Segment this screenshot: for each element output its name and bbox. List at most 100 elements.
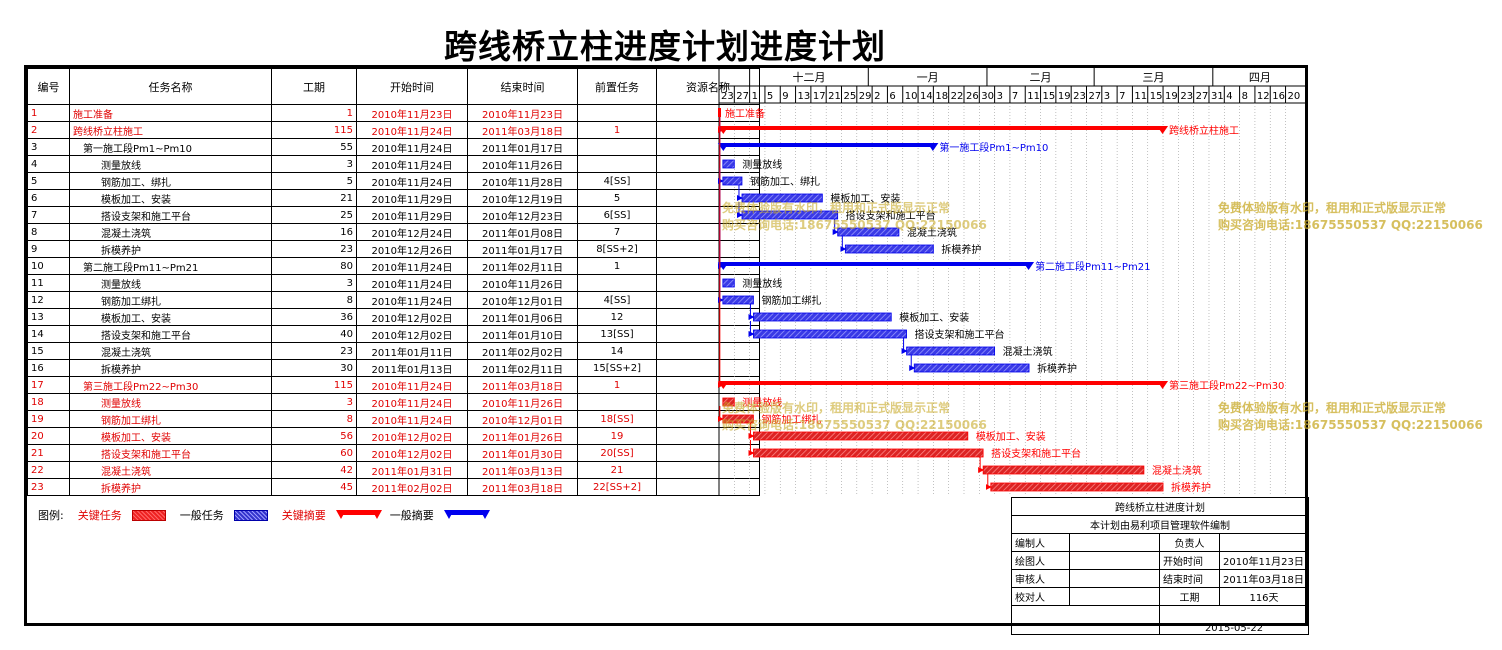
bar-label: 混凝土浇筑 <box>907 226 957 239</box>
bar-label: 模板加工、安装 <box>976 430 1046 443</box>
month-label: 十二月 <box>792 70 825 84</box>
legend-critical-task-swatch <box>131 509 166 521</box>
info-drawer-label: 绘图人 <box>1011 551 1070 570</box>
dependency-link <box>736 185 743 201</box>
info-title: 跨线桥立柱进度计划 <box>1011 497 1309 516</box>
summary-end-cap <box>1157 126 1169 134</box>
tick-label: 12 <box>1257 91 1270 102</box>
bar-label: 混凝土浇筑 <box>1152 464 1202 477</box>
info-checker-label: 校对人 <box>1011 587 1070 606</box>
summary-end-cap <box>1157 381 1169 389</box>
tick-label: 23 <box>721 91 734 102</box>
task-bar <box>913 363 1030 373</box>
info-end-label: 结束时间 <box>1159 569 1220 588</box>
page-title: 跨线桥立柱进度计划进度计划 <box>444 27 886 66</box>
bar-label: 测量放线 <box>742 277 782 290</box>
task-bar <box>753 312 892 322</box>
month-label: 二月 <box>1030 71 1052 84</box>
summary-start-cap <box>717 143 729 151</box>
info-author-label: 编制人 <box>1011 533 1070 552</box>
tick-label: 11 <box>1134 91 1147 102</box>
tick-label: 26 <box>966 91 979 102</box>
tick-label: 19 <box>1058 91 1071 102</box>
legend-normal-task-label: 一般任务 <box>179 509 224 522</box>
info-block: 跨线桥立柱进度计划 本计划由易利项目管理软件编制 编制人 负责人 绘图人 开始时… <box>1011 497 1309 635</box>
tick-label: 27 <box>1196 91 1209 102</box>
month-label: 一月 <box>917 71 939 84</box>
tick-label: 15 <box>1043 91 1056 102</box>
task-bar <box>753 448 984 458</box>
tick-label: 2 <box>874 91 880 102</box>
task-bar <box>722 176 743 186</box>
dependency-link <box>717 117 724 388</box>
summary-end-cap <box>927 143 939 151</box>
task-bar <box>722 397 735 407</box>
tick-label: 29 <box>859 91 872 102</box>
dependency-link <box>909 355 916 371</box>
month-label: 四月 <box>1249 71 1271 84</box>
task-bar <box>753 329 907 339</box>
tick-label: 10 <box>905 91 918 102</box>
tick-label: 27 <box>736 91 749 102</box>
legend-normal-task-swatch <box>233 509 268 521</box>
legend-normal-summary-swatch <box>443 510 490 519</box>
col-header-duration[interactable]: 工期 <box>271 68 357 105</box>
tick-label: 14 <box>920 91 933 102</box>
tick-label: 17 <box>813 91 826 102</box>
watermark-2: 免费体验版有水印，租用和正式版显示正常购买咨询电话:18675550537 QQ… <box>722 201 987 232</box>
tick-label: 3 <box>997 91 1003 102</box>
tick-label: 3 <box>1104 91 1110 102</box>
dependency-link <box>901 338 908 354</box>
bar-label: 第一施工段Pm1~Pm10 <box>939 141 1048 154</box>
tick-label: 13 <box>798 91 811 102</box>
info-date: 2015-05-22 <box>1159 605 1309 635</box>
milestone-mark <box>718 108 721 117</box>
bar-label: 钢筋加工绑扎 <box>761 413 821 426</box>
tick-label: 18 <box>935 91 948 102</box>
tick-label: 21 <box>828 91 841 102</box>
tick-label: 1 <box>752 91 758 102</box>
tick-label: 11 <box>1027 91 1040 102</box>
summary-bar <box>722 381 1164 385</box>
dependency-link <box>736 202 743 218</box>
info-subtitle: 本计划由易利项目管理软件编制 <box>1011 515 1309 534</box>
tick-label: 19 <box>1165 91 1178 102</box>
task-bar <box>982 465 1145 475</box>
info-start-label: 开始时间 <box>1159 551 1220 570</box>
bar-label: 钢筋加工绑扎 <box>761 294 821 307</box>
task-bar <box>722 295 754 305</box>
cell-task-name: 拆模养护 <box>69 478 272 496</box>
info-duration-label: 工期 <box>1159 587 1220 606</box>
legend-label: 图例: <box>38 509 64 522</box>
bar-label: 第三施工段Pm22~Pm30 <box>1169 379 1284 392</box>
info-start-value: 2010年11月23日 <box>1219 551 1309 570</box>
bar-label: 测量放线 <box>742 158 782 171</box>
bar-label: 搭设支架和施工平台 <box>915 328 1005 341</box>
legend-critical-task-label: 关键任务 <box>77 509 122 522</box>
summary-end-cap <box>1023 262 1035 270</box>
tick-label: 5 <box>767 91 773 102</box>
dependency-link <box>978 457 985 473</box>
tick-label: 7 <box>1012 91 1018 102</box>
task-bar <box>990 482 1164 492</box>
dependency-link <box>748 304 755 320</box>
bar-label: 搭设支架和施工平台 <box>846 209 936 222</box>
bar-label: 施工准备 <box>725 107 765 120</box>
col-header-predecessor[interactable]: 前置任务 <box>577 68 657 105</box>
dependency-link <box>717 406 724 422</box>
